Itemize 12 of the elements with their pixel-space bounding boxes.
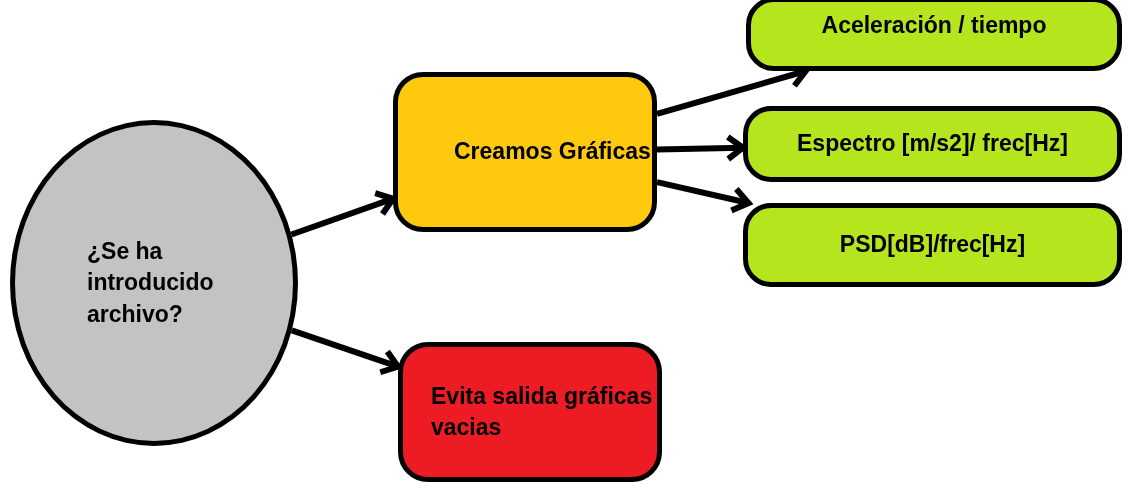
node-label: Creamos Gráficas bbox=[454, 137, 651, 167]
arrow bbox=[656, 179, 752, 214]
node-label: Espectro [m/s2]/ frec[Hz] bbox=[797, 129, 1068, 159]
output-box bbox=[743, 203, 1122, 287]
process-box bbox=[393, 72, 657, 232]
node-label: Aceleración / tiempo bbox=[821, 11, 1047, 40]
node-label: ¿Se ha introducido archivo? bbox=[87, 237, 215, 329]
node-label: PSD[dB]/frec[Hz] bbox=[839, 230, 1026, 260]
node-label: Evita salida gráficas vacias bbox=[431, 381, 654, 442]
process-box bbox=[398, 342, 662, 482]
output-box bbox=[746, 0, 1122, 71]
output-box bbox=[743, 106, 1122, 182]
